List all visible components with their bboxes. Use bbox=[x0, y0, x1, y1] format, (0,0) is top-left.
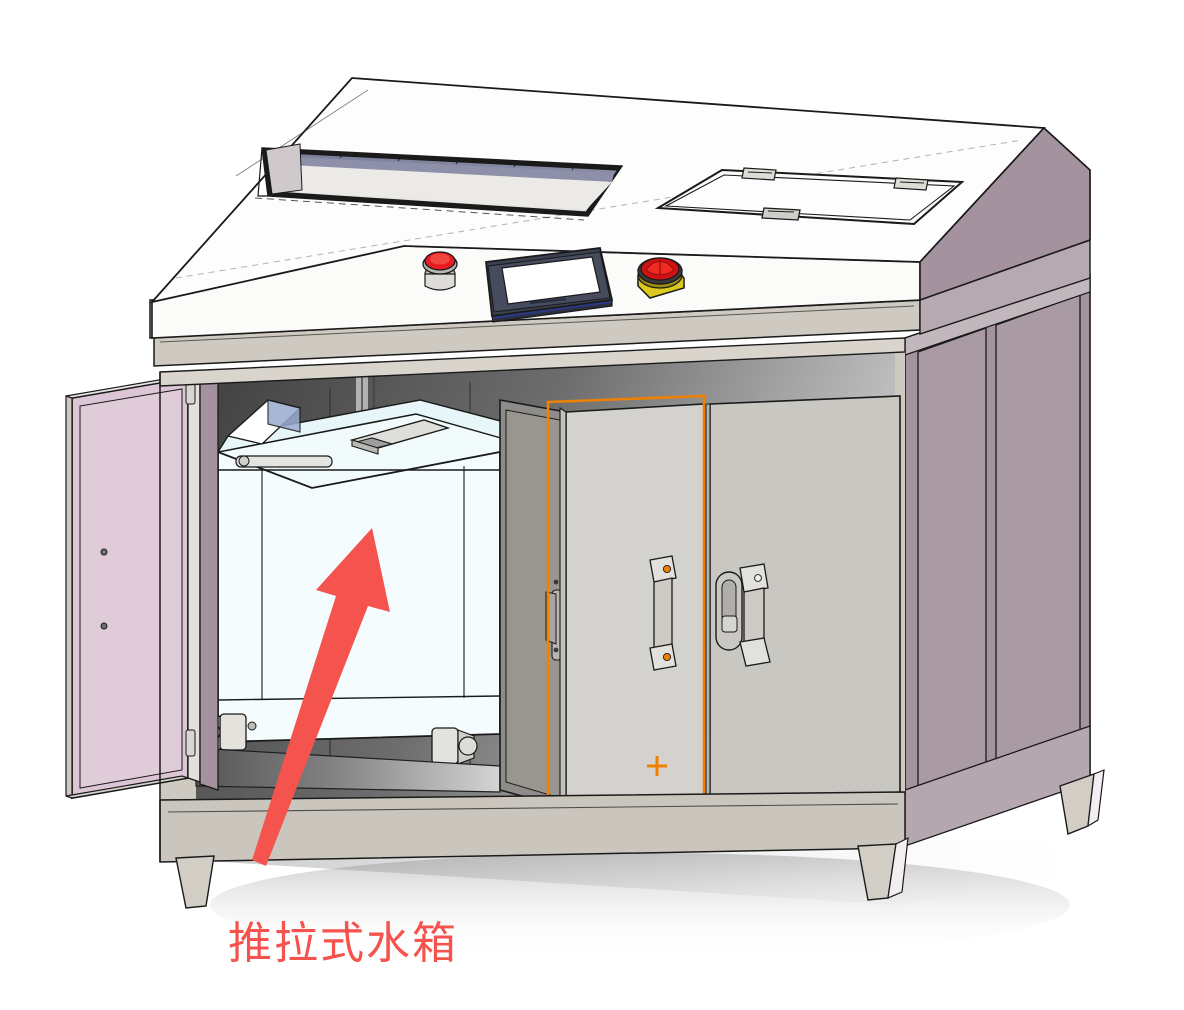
leg-front-left bbox=[175, 855, 215, 909]
lower-cabinet bbox=[65, 273, 1105, 909]
handle-screw-lower bbox=[662, 652, 672, 662]
tank-rod bbox=[235, 455, 333, 468]
top-access-hatch[interactable] bbox=[654, 167, 965, 226]
tank-lid-handle bbox=[349, 419, 451, 455]
indicator-light[interactable] bbox=[422, 251, 458, 291]
door-latch-lock[interactable] bbox=[715, 571, 743, 651]
left-door-hinge-bottom bbox=[185, 729, 196, 757]
left-cabinet-door-open[interactable] bbox=[65, 375, 201, 800]
middle-cabinet-door-open[interactable] bbox=[499, 394, 706, 810]
annotation-arrow bbox=[252, 528, 390, 866]
cabinet-legs bbox=[175, 769, 1105, 909]
handle-screw-upper bbox=[662, 564, 672, 574]
right-door-handle[interactable] bbox=[739, 563, 771, 667]
emergency-stop-button[interactable] bbox=[636, 257, 686, 299]
hmi-screen-surface bbox=[501, 256, 601, 305]
upper-enclosure bbox=[149, 77, 1091, 339]
hmi-touchscreen[interactable] bbox=[485, 247, 614, 323]
hatch-latch-handle[interactable] bbox=[761, 207, 801, 221]
annotation-label: 推拉式水箱 bbox=[228, 918, 458, 969]
right-cabinet-door-closed[interactable] bbox=[705, 395, 901, 801]
right-side-panels bbox=[904, 273, 1091, 847]
hatch-hinge-right bbox=[893, 177, 929, 191]
door-mount-hole-upper bbox=[100, 548, 108, 556]
door-mount-hole-lower bbox=[100, 622, 108, 630]
hatch-hinge-left bbox=[741, 167, 777, 181]
origin-marker-icon bbox=[647, 756, 667, 776]
top-view-window bbox=[254, 143, 624, 221]
middle-door-handle[interactable] bbox=[649, 555, 677, 671]
